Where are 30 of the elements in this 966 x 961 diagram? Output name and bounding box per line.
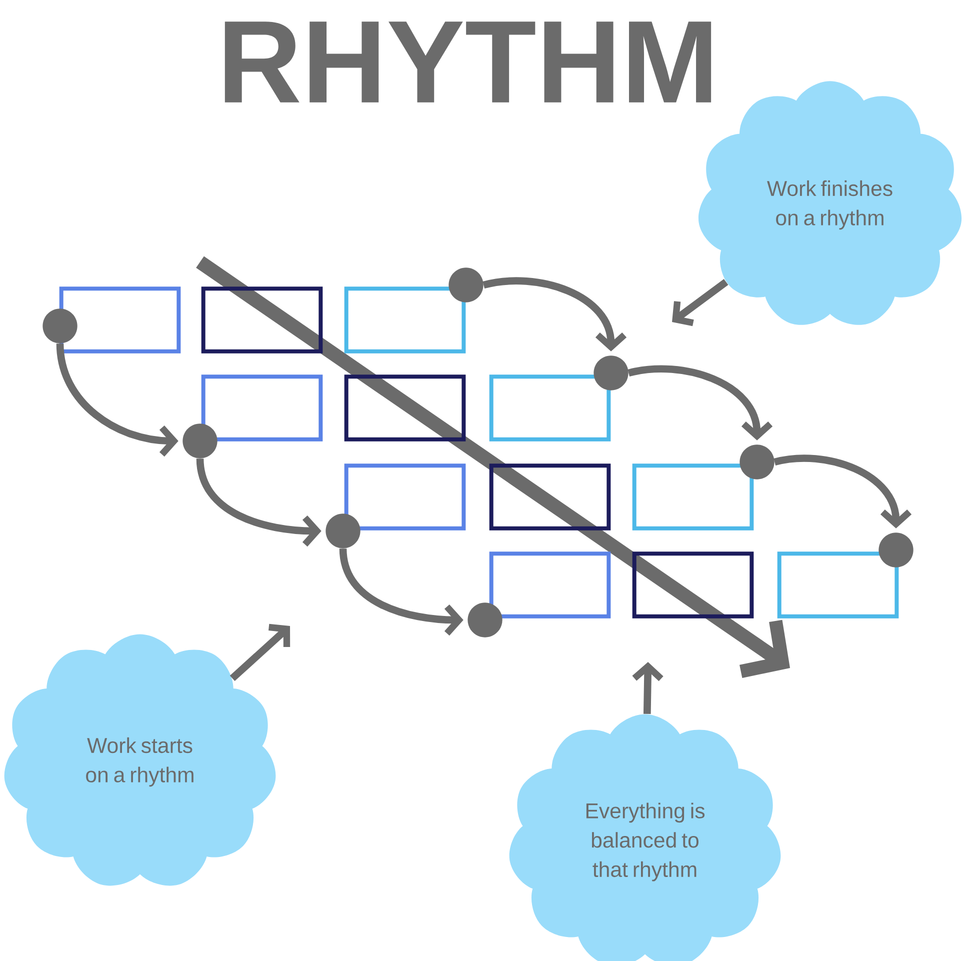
arrow: [230, 624, 290, 682]
dot: [326, 514, 360, 548]
empty-box: [344, 374, 466, 442]
empty-box: [344, 464, 466, 530]
arrow: [628, 365, 773, 440]
arrow: [196, 458, 322, 547]
empty-box: [201, 286, 323, 354]
empty-box: [489, 464, 611, 530]
dot: [878, 532, 914, 568]
empty-box: [344, 286, 466, 354]
empty-box: [201, 374, 323, 442]
dot: [448, 268, 484, 302]
cloud: Work starts on a rhythm: [4, 634, 276, 886]
empty-box: [489, 374, 611, 442]
empty-box: [489, 552, 611, 618]
empty-box: [777, 552, 899, 618]
dot: [740, 444, 774, 480]
dot: [594, 356, 628, 390]
arrow: [339, 548, 464, 636]
arrow: [774, 454, 912, 528]
empty-box: [59, 286, 181, 354]
arrow: [672, 279, 728, 326]
empty-box: [632, 464, 754, 530]
dot: [42, 308, 78, 344]
arrow: [482, 277, 627, 352]
arrow: [56, 343, 178, 457]
cloud: Everything is balanced to that rhythm: [509, 714, 781, 961]
dot: [468, 602, 502, 638]
empty-box: [632, 552, 754, 618]
dot: [182, 424, 218, 458]
